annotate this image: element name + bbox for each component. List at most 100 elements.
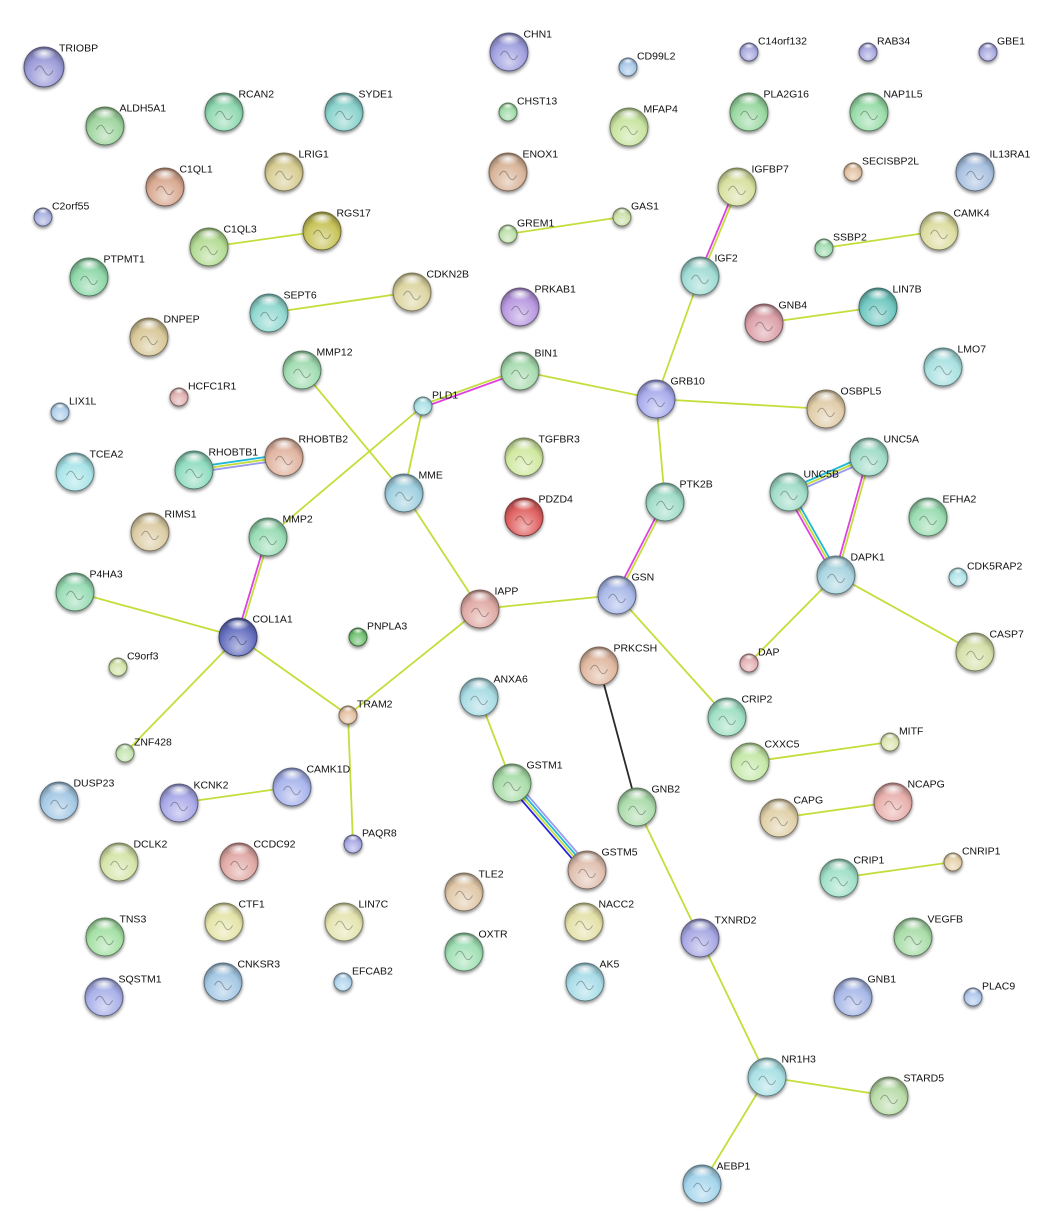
node-pld1[interactable]: PLD1 — [413, 390, 458, 416]
edge-grb10-osbpl5[interactable] — [655, 398, 827, 410]
node-cnksr3[interactable]: CNKSR3 — [203, 958, 280, 1002]
node-gstm5[interactable]: GSTM5 — [567, 846, 638, 890]
node-lrig1[interactable]: LRIG1 — [264, 148, 329, 192]
node-pdzd4[interactable]: PDZD4 — [504, 493, 573, 537]
node-rcan2[interactable]: RCAN2 — [204, 88, 274, 132]
node-paqr8[interactable]: PAQR8 — [343, 828, 397, 854]
node-stard5[interactable]: STARD5 — [869, 1072, 944, 1116]
node-mitf[interactable]: MITF — [880, 726, 923, 752]
node-mfap4[interactable]: MFAP4 — [609, 103, 678, 147]
node-dclk2[interactable]: DCLK2 — [99, 838, 167, 882]
node-tram2[interactable]: TRAM2 — [338, 699, 393, 725]
node-ak5[interactable]: AK5 — [565, 958, 619, 1002]
node-dap[interactable]: DAP — [739, 647, 780, 673]
edge-tram2-paqr8[interactable] — [347, 714, 354, 845]
node-rab34[interactable]: RAB34 — [858, 36, 910, 62]
edge-gnb2-txnrd2[interactable] — [636, 806, 701, 939]
node-cdkn2b[interactable]: CDKN2B — [392, 268, 469, 312]
node-unc5b[interactable]: UNC5B — [769, 468, 839, 512]
node-il13ra1[interactable]: IL13RA1 — [955, 148, 1030, 192]
node-txnrd2[interactable]: TXNRD2 — [680, 914, 757, 958]
edge-iapp-gsn[interactable] — [479, 594, 618, 610]
node-syde1[interactable]: SYDE1 — [324, 88, 393, 132]
node-casp7[interactable]: CASP7 — [955, 628, 1024, 672]
node-cnrip1[interactable]: CNRIP1 — [943, 846, 1001, 872]
node-dusp23[interactable]: DUSP23 — [39, 777, 114, 821]
node-igf2[interactable]: IGF2 — [680, 252, 738, 296]
edge-cxxc5-mitf[interactable] — [749, 741, 891, 763]
edge-mmp12-mme[interactable] — [301, 369, 405, 494]
node-tns3[interactable]: TNS3 — [85, 913, 146, 957]
node-cdk5rap2[interactable]: CDK5RAP2 — [948, 561, 1023, 587]
node-c1ql3[interactable]: C1QL3 — [189, 223, 257, 267]
node-ptk2b[interactable]: PTK2B — [645, 478, 713, 522]
node-gnb1[interactable]: GNB1 — [833, 973, 896, 1017]
node-gnb2[interactable]: GNB2 — [617, 783, 680, 827]
node-ssbp2[interactable]: SSBP2 — [814, 232, 867, 258]
node-aebp1[interactable]: AEBP1 — [682, 1160, 750, 1204]
edge-nr1h3-stard5[interactable] — [766, 1076, 890, 1097]
node-gsn[interactable]: GSN — [597, 571, 654, 615]
node-lin7b[interactable]: LIN7B — [858, 283, 922, 327]
edge-grem1-gas1[interactable] — [507, 216, 623, 235]
node-pnpla3[interactable]: PNPLA3 — [348, 621, 407, 647]
edge-dapk1-dap[interactable] — [748, 574, 837, 664]
node-c14orf132[interactable]: C14orf132 — [739, 36, 807, 62]
edge-prkcsh-gnb2[interactable] — [598, 665, 638, 808]
node-ncapg[interactable]: NCAPG — [873, 778, 945, 822]
node-efcab2[interactable]: EFCAB2 — [333, 966, 393, 992]
node-triobp[interactable]: TRIOBP — [23, 43, 98, 88]
edge-txnrd2-nr1h3[interactable] — [699, 937, 768, 1078]
node-ccdc92[interactable]: CCDC92 — [219, 838, 296, 882]
edge-col1a1-tram2[interactable] — [237, 636, 349, 716]
node-vegfb[interactable]: VEGFB — [893, 913, 963, 957]
node-chn1[interactable]: CHN1 — [489, 28, 552, 72]
node-mmp12[interactable]: MMP12 — [282, 346, 353, 390]
node-oxtr[interactable]: OXTR — [444, 928, 508, 972]
node-znf428[interactable]: ZNF428 — [115, 737, 172, 763]
node-crip2[interactable]: CRIP2 — [707, 693, 773, 737]
node-mmp2[interactable]: MMP2 — [248, 513, 313, 557]
node-aldh5a1[interactable]: ALDH5A1 — [85, 102, 166, 146]
node-ctf1[interactable]: CTF1 — [204, 898, 265, 942]
node-plac9[interactable]: PLAC9 — [963, 981, 1015, 1007]
edge-dapk1-casp7[interactable] — [835, 574, 976, 653]
node-camk4[interactable]: CAMK4 — [919, 207, 990, 251]
node-secisbp2l[interactable]: SECISBP2L — [843, 156, 919, 182]
node-nacc2[interactable]: NACC2 — [564, 898, 634, 942]
node-bin1[interactable]: BIN1 — [500, 347, 558, 391]
node-dapk1[interactable]: DAPK1 — [816, 551, 885, 595]
node-cd99l2[interactable]: CD99L2 — [618, 51, 676, 77]
node-efha2[interactable]: EFHA2 — [908, 493, 976, 537]
node-mme[interactable]: MME — [384, 469, 443, 513]
node-gnb4[interactable]: GNB4 — [744, 299, 807, 343]
node-lin7c[interactable]: LIN7C — [324, 898, 389, 942]
node-pla2g16[interactable]: PLA2G16 — [729, 88, 809, 132]
edge-col1a1-znf428[interactable] — [124, 636, 239, 754]
node-c9orf3[interactable]: C9orf3 — [108, 651, 159, 677]
node-grb10[interactable]: GRB10 — [636, 375, 705, 419]
node-osbpl5[interactable]: OSBPL5 — [806, 385, 881, 429]
node-nap1l5[interactable]: NAP1L5 — [849, 88, 923, 132]
node-igfbp7[interactable]: IGFBP7 — [717, 163, 789, 207]
node-p4ha3[interactable]: P4HA3 — [55, 568, 123, 612]
node-gas1[interactable]: GAS1 — [612, 201, 659, 227]
node-rims1[interactable]: RIMS1 — [130, 508, 197, 552]
edge-pld1-mmp2[interactable] — [267, 405, 424, 538]
node-gbe1[interactable]: GBE1 — [978, 36, 1025, 62]
node-sqstm1[interactable]: SQSTM1 — [84, 973, 162, 1017]
node-lmo7[interactable]: LMO7 — [923, 343, 986, 387]
node-c2orf55[interactable]: C2orf55 — [33, 201, 89, 227]
node-nr1h3[interactable]: NR1H3 — [747, 1053, 816, 1097]
node-camk1d[interactable]: CAMK1D — [272, 763, 351, 807]
edge-sept6-cdkn2b[interactable] — [268, 291, 413, 314]
node-col1a1[interactable]: COL1A1 — [218, 613, 293, 657]
node-iapp[interactable]: IAPP — [460, 585, 518, 629]
edge-nr1h3-aebp1[interactable] — [701, 1076, 768, 1185]
node-tcea2[interactable]: TCEA2 — [55, 448, 123, 492]
edge-bin1-grb10[interactable] — [519, 370, 657, 400]
node-enox1[interactable]: ENOX1 — [488, 148, 558, 192]
node-cxxc5[interactable]: CXXC5 — [730, 738, 800, 782]
node-kcnk2[interactable]: KCNK2 — [159, 779, 229, 823]
node-lix1l[interactable]: LIX1L — [50, 396, 97, 422]
